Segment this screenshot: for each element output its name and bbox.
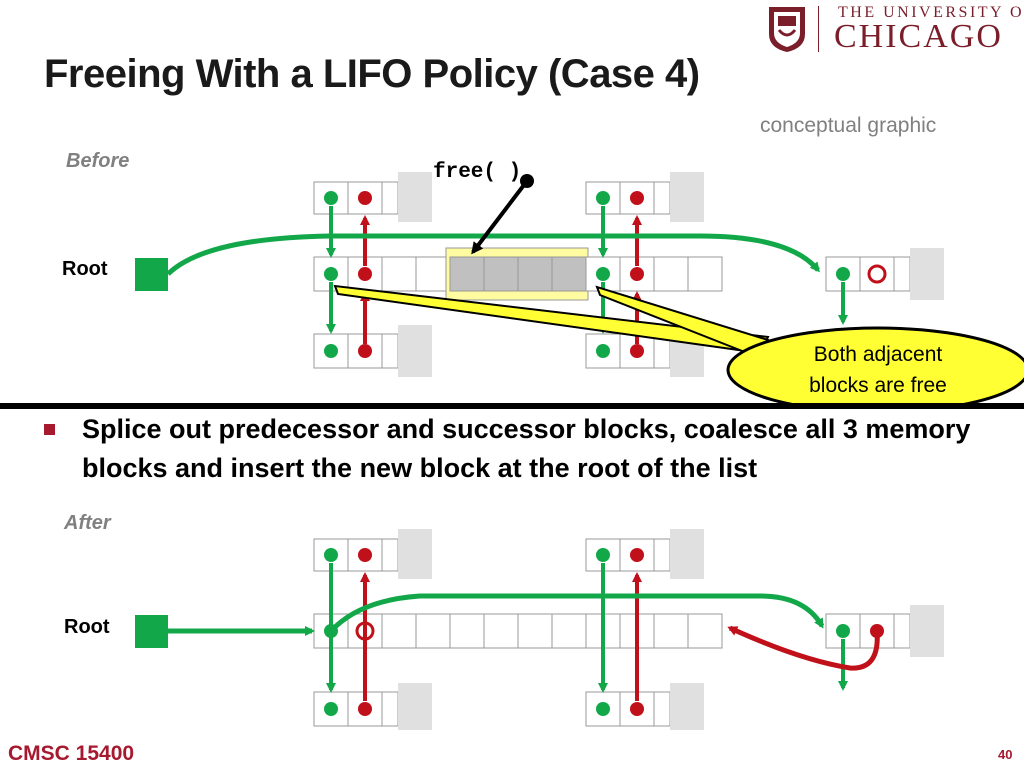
after-node-top-right xyxy=(585,529,704,579)
after-label: After xyxy=(64,512,111,534)
page-subtitle: conceptual graphic xyxy=(760,114,937,137)
page-title: Freeing With a LIFO Policy (Case 4) xyxy=(44,52,700,96)
before-diagram xyxy=(135,172,1024,405)
callout-bubble xyxy=(333,284,1024,405)
divider-rule xyxy=(0,403,1024,409)
logo-line1: THE UNIVERSITY OF xyxy=(838,4,1024,21)
course-footer: CMSC 15400 xyxy=(8,742,135,765)
root-square-after xyxy=(135,615,168,648)
after-node-top-left xyxy=(313,529,432,579)
university-seal-icon xyxy=(769,7,805,52)
bullet-text: Splice out predecessor and successor blo… xyxy=(82,414,971,483)
list-node-right xyxy=(825,248,944,325)
before-label: Before xyxy=(66,150,130,172)
bullet-marker xyxy=(44,424,55,435)
after-node-bottom-right xyxy=(585,683,704,730)
root-label-after: Root xyxy=(64,616,110,638)
logo-line2: CHICAGO xyxy=(834,18,1003,55)
free-call-label: free( ) xyxy=(433,161,522,184)
logo-divider xyxy=(818,6,819,52)
memory-row-before xyxy=(313,247,723,301)
root-square-before xyxy=(135,258,168,291)
callout-line1: Both adjacent xyxy=(813,343,943,366)
root-label-before: Root xyxy=(62,258,108,280)
page-number: 40 xyxy=(998,747,1013,762)
callout-line2: blocks are free xyxy=(809,374,947,397)
memory-row-after xyxy=(313,613,723,649)
list-node-top-left xyxy=(313,172,432,222)
after-node-bottom-left xyxy=(313,683,432,730)
after-diagram xyxy=(135,529,944,730)
list-node-bottom-left xyxy=(313,325,432,377)
